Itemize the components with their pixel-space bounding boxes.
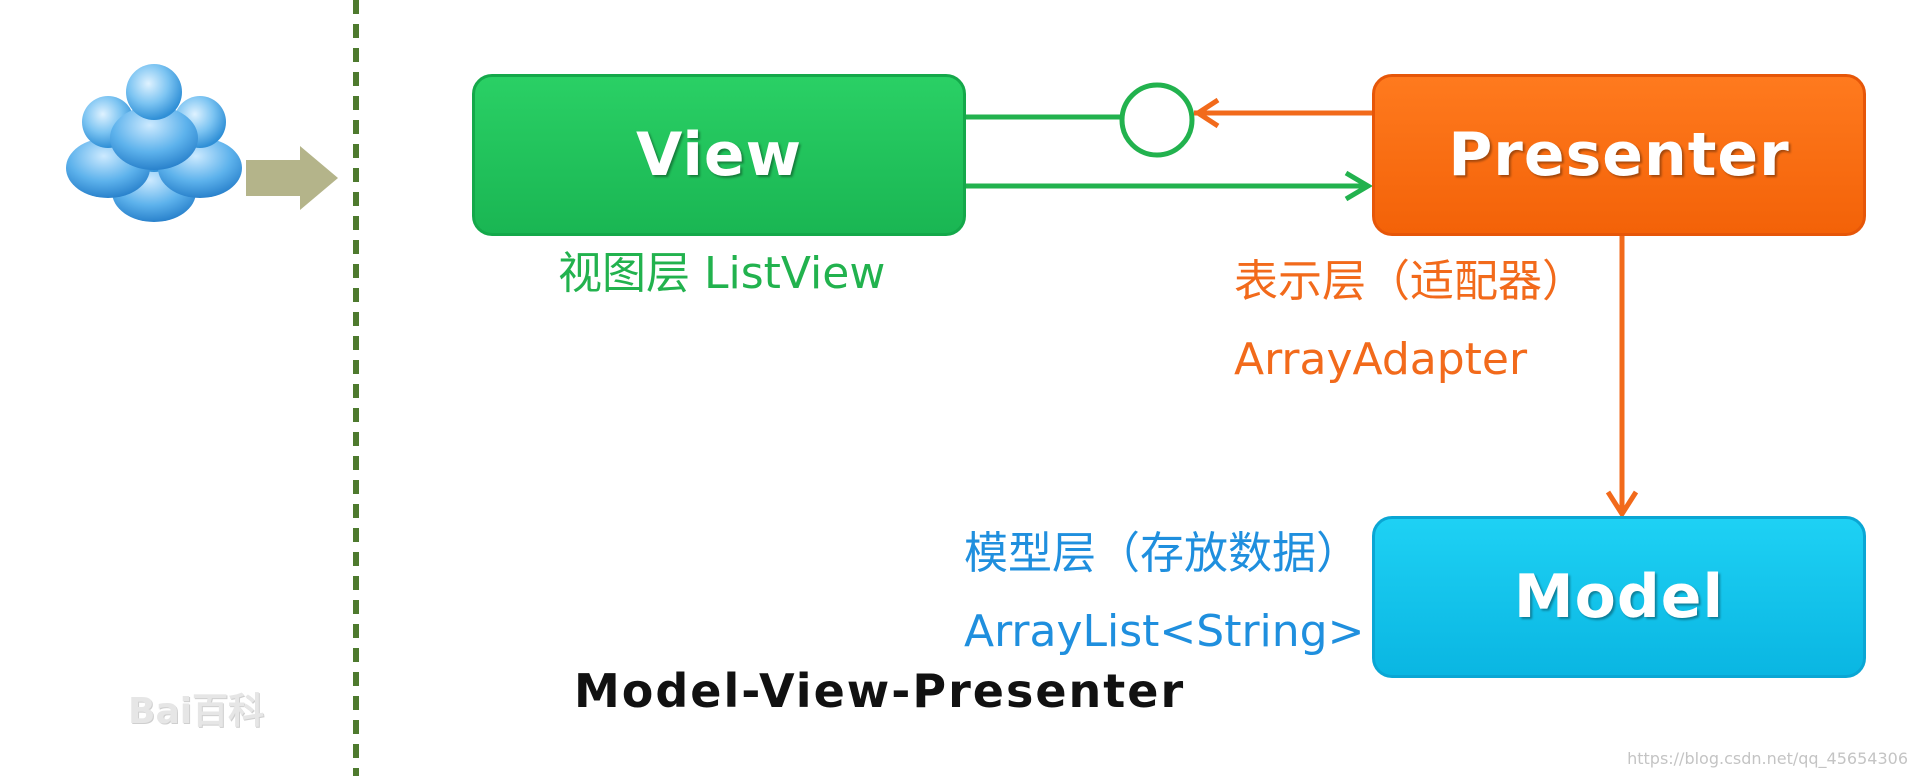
interface-circle: [1119, 82, 1195, 158]
presenter-role-label: 表示层（适配器）: [1234, 256, 1586, 307]
presenter-node-title: Presenter: [1448, 120, 1790, 190]
view-to-presenter-arrowhead: [1344, 170, 1373, 202]
source-url: https://blog.csdn.net/qq_45654306: [1627, 749, 1908, 768]
model-role-label: 模型层（存放数据）: [964, 528, 1360, 579]
user-group-icon: [66, 64, 242, 222]
presenter-to-model-arrowhead: [1605, 490, 1639, 519]
presenter-node: Presenter: [1372, 74, 1866, 236]
baidu-watermark: Bai百科: [128, 691, 265, 732]
view-label: 视图层 ListView: [558, 248, 886, 299]
presenter-class-label: ArrayAdapter: [1234, 334, 1528, 385]
model-node-title: Model: [1513, 562, 1725, 632]
view-node: View: [472, 74, 966, 236]
arrow-right-icon: [246, 146, 338, 210]
presenter-to-view-arrowhead: [1193, 97, 1220, 129]
view-node-title: View: [635, 120, 803, 190]
model-class-label: ArrayList<String>: [964, 606, 1365, 657]
model-node: Model: [1372, 516, 1866, 678]
diagram-title: Model-View-Presenter: [574, 664, 1186, 718]
